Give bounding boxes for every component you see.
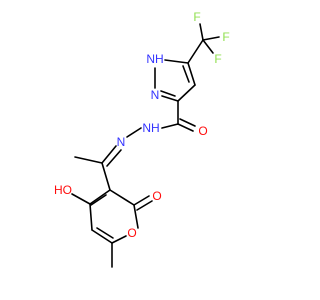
bond-p4-oh bbox=[71, 193, 91, 205]
bond-p5-p6 bbox=[91, 229, 113, 244]
bond-c4-c5 bbox=[187, 62, 196, 86]
bond-c-f1 bbox=[199, 23, 204, 41]
atom-label-layer: F F F NH N O NH N HO O O bbox=[54, 10, 230, 240]
bond-c3-c4 bbox=[177, 84, 196, 102]
bond-c-f3 bbox=[202, 39, 214, 54]
bond-p2-o-2 bbox=[136, 200, 153, 211]
fluorine-label-top: F bbox=[193, 10, 200, 24]
amide-oxygen-label: O bbox=[198, 124, 207, 138]
bond-cf3-ring bbox=[187, 39, 204, 64]
bond-n-c3-double bbox=[160, 90, 176, 97]
fluorine-label-right: F bbox=[222, 30, 229, 44]
structure-svg: F F F NH N O NH N HO O O bbox=[54, 10, 230, 268]
bond-co-1 bbox=[177, 123, 194, 132]
bond-imine-methyl bbox=[74, 156, 103, 164]
hydrazide-nh-label: NH bbox=[142, 121, 159, 135]
pyrazole-n-label: N bbox=[151, 88, 160, 102]
bond-p2-p3 bbox=[109, 189, 135, 206]
bond-p6-o bbox=[111, 235, 127, 244]
carbonyl-oxygen-label: O bbox=[152, 189, 161, 203]
bond-p5-p6-double bbox=[96, 227, 114, 239]
bond-p4-p5 bbox=[89, 203, 93, 231]
imine-n-label: N bbox=[117, 135, 126, 149]
bond-carbonyl-nh bbox=[161, 123, 179, 129]
bond-o-p2 bbox=[133, 204, 139, 229]
bond-p3-p4-double bbox=[90, 194, 107, 206]
bond-n-c-imine-1 bbox=[101, 145, 117, 164]
bond-c5-nh bbox=[164, 59, 189, 64]
bond-c4-c5-double bbox=[182, 65, 190, 83]
bond-nh-n-imine bbox=[126, 127, 142, 138]
molecule-diagram: F F F NH N O NH N HO O O bbox=[54, 10, 230, 268]
bond-layer bbox=[71, 23, 220, 268]
bond-c-f2 bbox=[202, 36, 220, 41]
pyrazole-nh-label: NH bbox=[146, 52, 163, 66]
hydroxyl-label: HO bbox=[54, 183, 72, 197]
bond-p2-o-1 bbox=[133, 195, 150, 206]
bond-n-c-imine-2 bbox=[106, 149, 122, 167]
fluorine-label-bottom: F bbox=[214, 52, 221, 66]
bond-co-2 bbox=[179, 118, 196, 127]
ring-oxygen-label: O bbox=[127, 226, 136, 240]
bond-imine-pyranone bbox=[101, 162, 111, 191]
bond-p3-p4 bbox=[89, 189, 111, 205]
bond-n-c3 bbox=[161, 95, 179, 102]
